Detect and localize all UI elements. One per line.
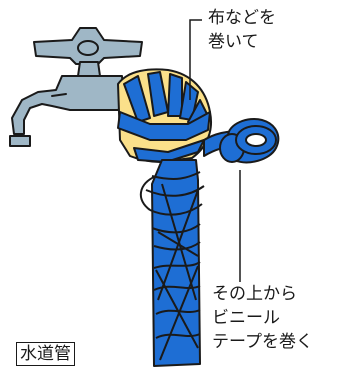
cloth-leader-line: [189, 19, 202, 100]
pipe-title-box: 水道管: [16, 342, 75, 366]
cloth-label: 布などを 巻いて: [208, 6, 276, 54]
cloth-label-line-2: 巻いて: [208, 32, 259, 52]
tape-roll: [219, 118, 280, 164]
faucet-illustration: [9, 27, 143, 147]
tape-label: その上から ビニール テープを巻く: [212, 282, 313, 354]
leader-lines: [189, 19, 241, 282]
tape-label-line-1: その上から: [212, 284, 297, 304]
pipe-wrap: [140, 159, 205, 367]
tape-elbow: [117, 71, 241, 163]
tape-label-line-3: テープを巻く: [212, 332, 313, 352]
cloth-label-line-1: 布などを: [208, 8, 276, 28]
tape-label-line-2: ビニール: [212, 308, 280, 328]
